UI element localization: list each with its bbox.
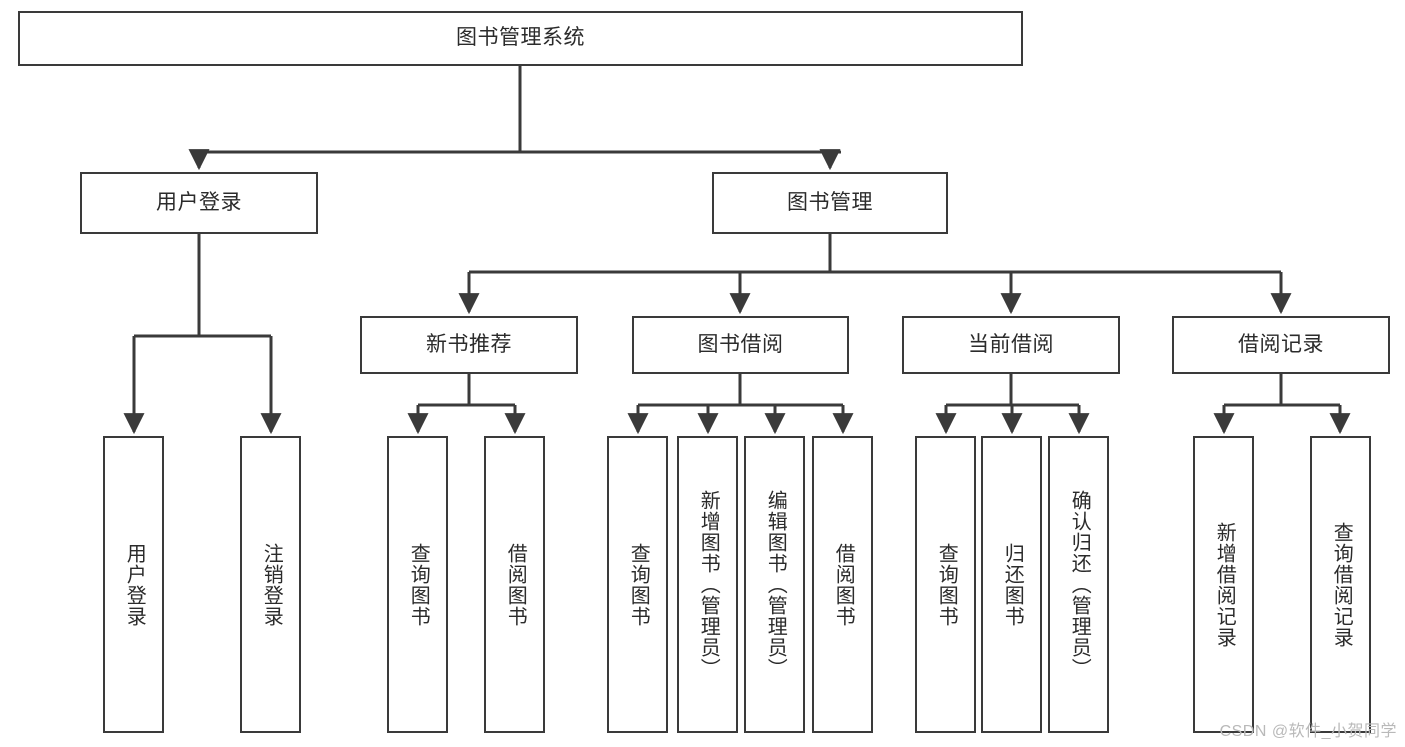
leaf-user-logout-label: 注销登录 [260, 542, 283, 627]
leaf-query-book-cur[interactable]: 查询图书 [915, 436, 976, 733]
leaf-edit-book-admin-label: 编辑图书（管理员） [764, 490, 787, 679]
leaf-query-book-rec-label: 查询图书 [407, 542, 430, 627]
leaf-edit-book-admin[interactable]: 编辑图书（管理员） [744, 436, 805, 733]
node-book-borrow[interactable]: 图书借阅 [632, 316, 849, 374]
node-user-login-label: 用户登录 [156, 190, 242, 214]
leaf-add-borrow-record-label: 新增借阅记录 [1213, 521, 1236, 648]
leaf-borrow-book-label: 借阅图书 [832, 542, 855, 627]
node-borrow-record-label: 借阅记录 [1238, 332, 1324, 356]
node-root[interactable]: 图书管理系统 [18, 11, 1023, 66]
node-book-manage-label: 图书管理 [787, 190, 873, 214]
node-new-book-recommend[interactable]: 新书推荐 [360, 316, 578, 374]
node-new-book-recommend-label: 新书推荐 [426, 332, 512, 356]
leaf-add-book-admin-label: 新增图书（管理员） [697, 490, 720, 679]
leaf-return-book-label: 归还图书 [1001, 542, 1024, 627]
leaf-return-book[interactable]: 归还图书 [981, 436, 1042, 733]
leaf-query-borrow-record-label: 查询借阅记录 [1330, 521, 1353, 648]
node-current-borrow[interactable]: 当前借阅 [902, 316, 1120, 374]
leaf-query-book-borrow[interactable]: 查询图书 [607, 436, 668, 733]
node-book-manage[interactable]: 图书管理 [712, 172, 948, 234]
csdn-watermark: CSDN @软件_小贺同学 [1219, 723, 1397, 740]
leaf-user-logout[interactable]: 注销登录 [240, 436, 301, 733]
leaf-query-borrow-record[interactable]: 查询借阅记录 [1310, 436, 1371, 733]
leaf-query-book-cur-label: 查询图书 [935, 542, 958, 627]
leaf-query-book-rec[interactable]: 查询图书 [387, 436, 448, 733]
leaf-user-login-label: 用户登录 [123, 542, 146, 627]
leaf-user-login[interactable]: 用户登录 [103, 436, 164, 733]
node-borrow-record[interactable]: 借阅记录 [1172, 316, 1390, 374]
leaf-borrow-book-rec[interactable]: 借阅图书 [484, 436, 545, 733]
node-book-borrow-label: 图书借阅 [697, 332, 784, 356]
node-user-login[interactable]: 用户登录 [80, 172, 318, 234]
leaf-borrow-book-rec-label: 借阅图书 [504, 542, 527, 627]
leaf-borrow-book[interactable]: 借阅图书 [812, 436, 873, 733]
leaf-confirm-return-admin-label: 确认归还（管理员） [1068, 490, 1091, 679]
leaf-add-book-admin[interactable]: 新增图书（管理员） [677, 436, 738, 733]
leaf-query-book-borrow-label: 查询图书 [627, 542, 650, 627]
leaf-confirm-return-admin[interactable]: 确认归还（管理员） [1048, 436, 1109, 733]
node-current-borrow-label: 当前借阅 [968, 332, 1054, 356]
node-root-label: 图书管理系统 [456, 26, 585, 50]
leaf-add-borrow-record[interactable]: 新增借阅记录 [1193, 436, 1254, 733]
